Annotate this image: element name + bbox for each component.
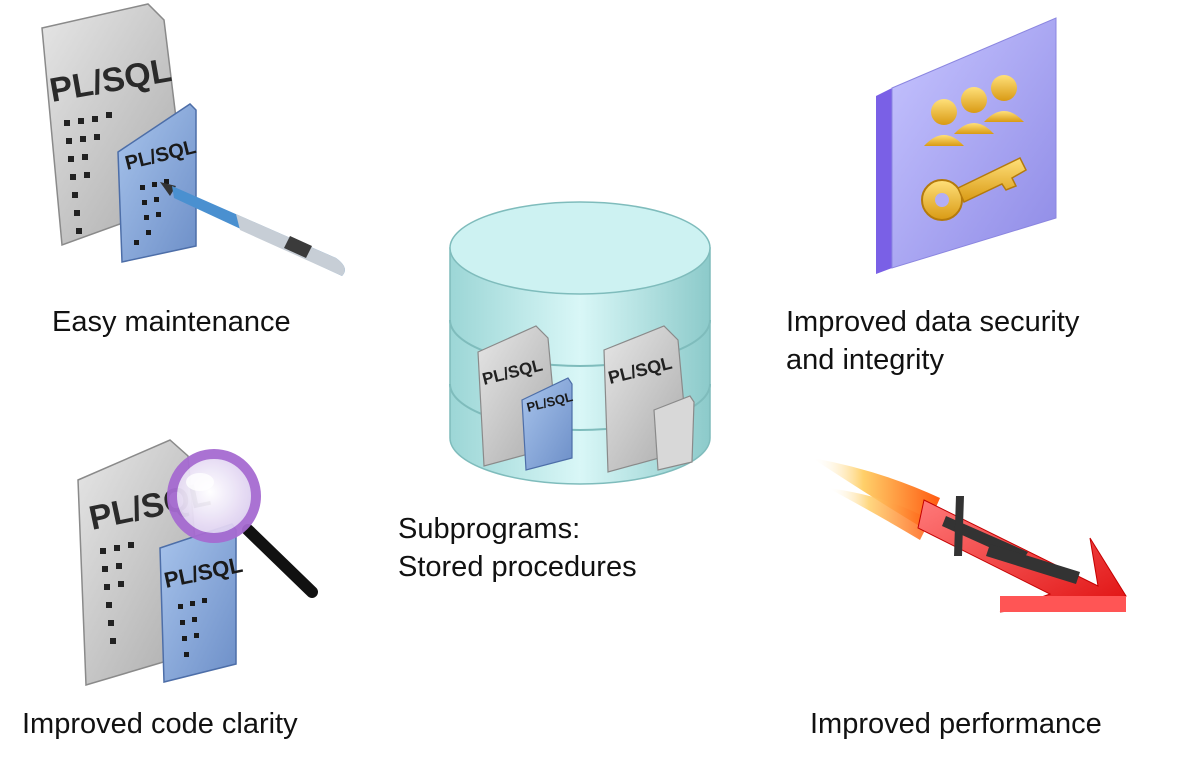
- key-icon: [921, 157, 1027, 221]
- fast-arrow-icon: [812, 458, 1127, 613]
- plsql-document-icon: PL/SQL PL/SQL: [477, 325, 574, 471]
- subprograms-caption-line1: Subprograms:: [398, 513, 581, 545]
- plsql-document-icon: PL/SQL: [603, 325, 695, 473]
- subprograms-caption-line2: Stored procedures: [398, 551, 637, 583]
- security-caption-line1: Improved data security: [786, 306, 1080, 338]
- pen-icon: [160, 182, 345, 276]
- plsql-document-icon: PL/SQL: [159, 523, 245, 683]
- easy-maintenance-caption: Easy maintenance: [52, 306, 291, 338]
- plsql-document-icon: PL/SQL: [117, 103, 198, 263]
- performance-caption: Improved performance: [810, 708, 1102, 740]
- users-icon: [924, 75, 1024, 146]
- code-clarity-caption: Improved code clarity: [22, 708, 298, 740]
- security-caption-line2: and integrity: [786, 344, 944, 376]
- magnifier-icon: [167, 449, 318, 598]
